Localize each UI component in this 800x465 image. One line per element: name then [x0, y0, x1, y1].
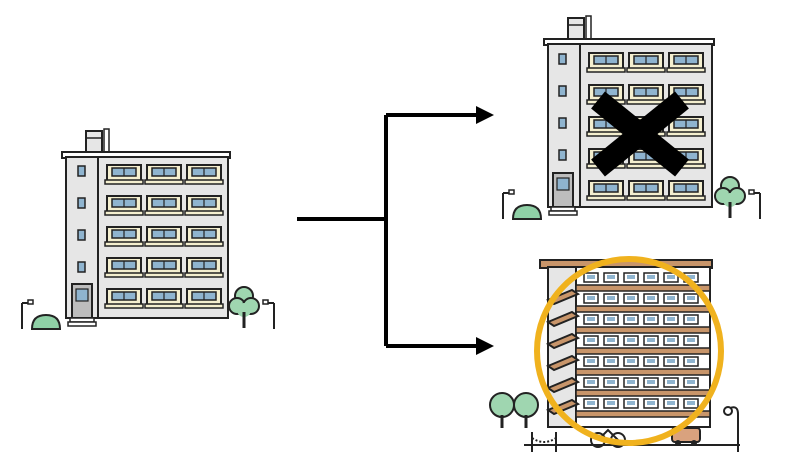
- bush-icon: [31, 314, 61, 330]
- street-lamp-icon: [748, 189, 761, 220]
- tree-icon: [713, 175, 747, 220]
- street-lamp-icon: [21, 299, 34, 330]
- arrow-head-bottom-icon: [476, 337, 494, 355]
- branch-connector: [297, 113, 478, 348]
- highrise-floors: [575, 272, 711, 418]
- option-highrise-selected: [489, 259, 740, 452]
- street-lamp-icon: [262, 299, 275, 330]
- street-lamp-icon: [502, 189, 515, 220]
- tree-icon: [489, 392, 539, 428]
- circle-mark-icon: [534, 256, 724, 446]
- x-mark-icon: [591, 91, 689, 177]
- street-lamp-icon: [723, 406, 739, 452]
- fence-icon: [531, 432, 557, 452]
- arrow-head-top-icon: [476, 106, 494, 124]
- tree-icon: [227, 285, 261, 330]
- original-building: [21, 128, 275, 330]
- bush-icon: [512, 204, 542, 220]
